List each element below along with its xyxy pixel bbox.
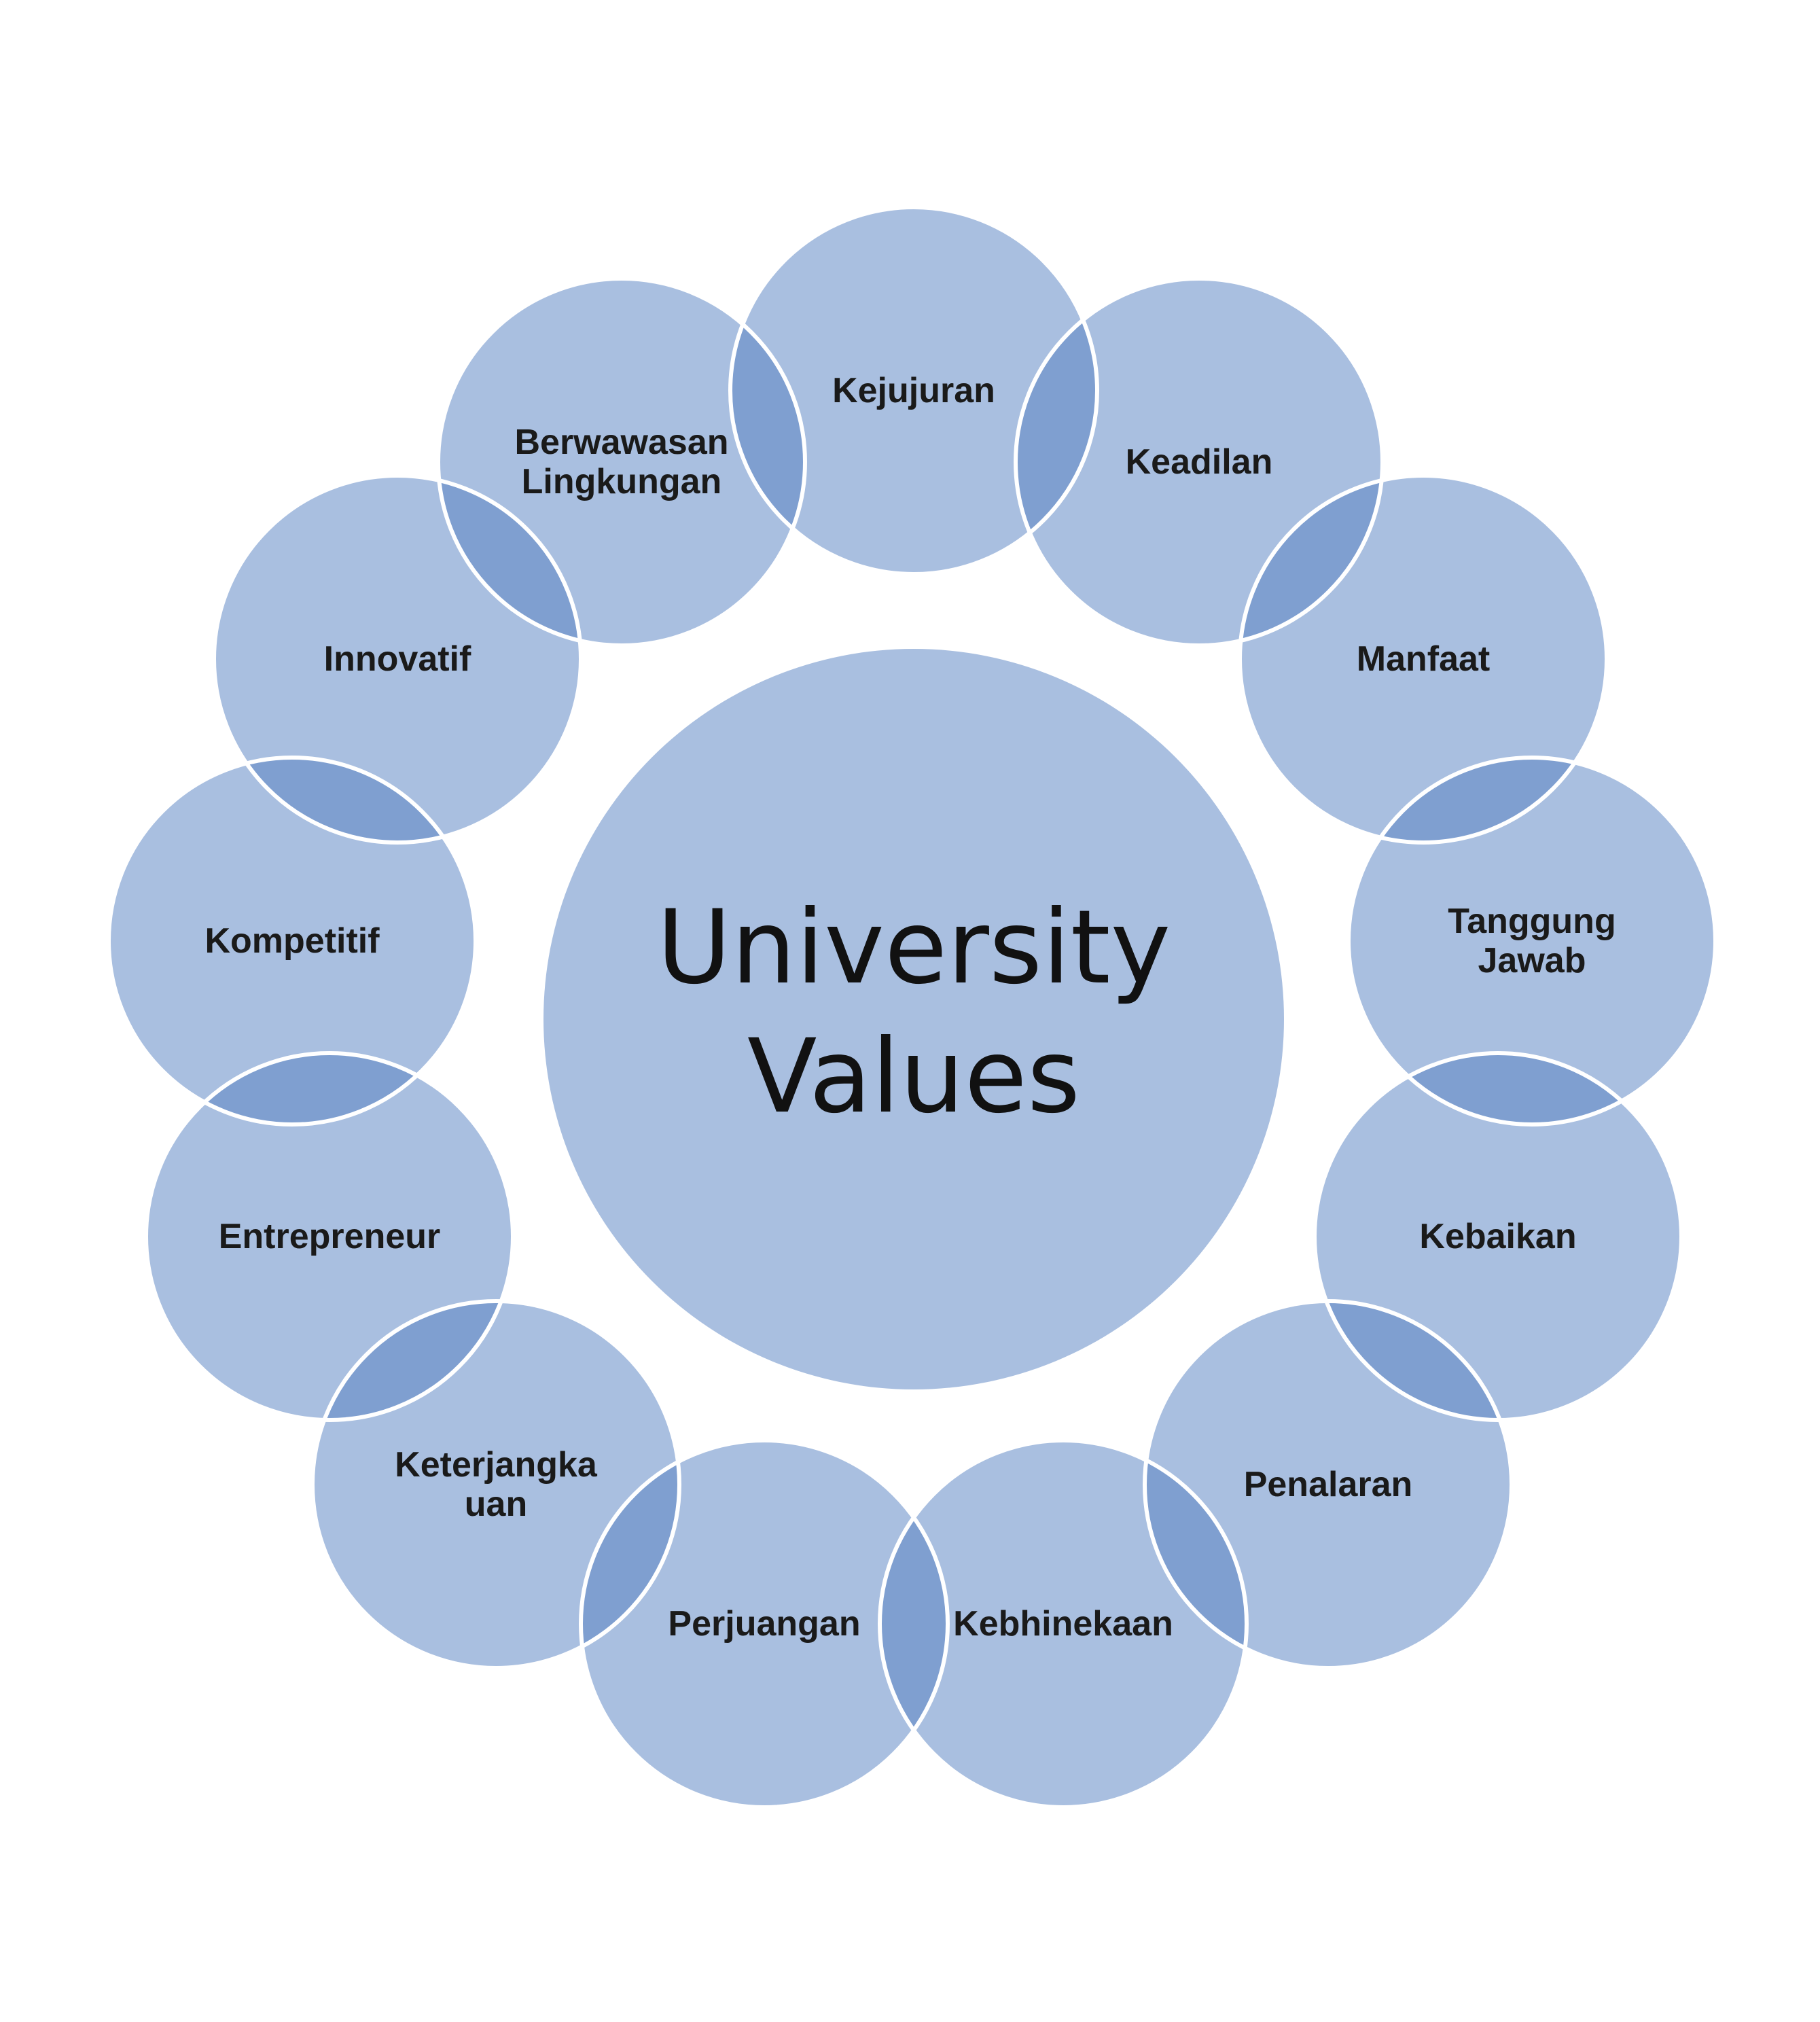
value-circle-kompetitif [109, 758, 476, 1124]
value-label-line: uan [465, 1485, 527, 1524]
center-circle [543, 649, 1284, 1389]
value-label-line: Berwawasan [514, 423, 728, 462]
circle-overlap [438, 476, 581, 645]
circle-outline [579, 1438, 950, 1809]
circle-outline [878, 1438, 1249, 1809]
circle-overlap [313, 1301, 513, 1420]
value-label-line: Manfaat [1357, 639, 1490, 679]
value-label-kompetitif: Kompetitif [204, 921, 380, 961]
value-label-line: Keterjangka [395, 1445, 598, 1485]
value-label-line: Kebhinekaan [953, 1604, 1173, 1644]
value-label-line: Kejujuran [832, 371, 995, 410]
circle-outline [436, 277, 807, 648]
value-label-line: Entrepreneur [219, 1217, 441, 1256]
circle-outline [212, 474, 583, 845]
value-label-kejujuran: Kejujuran [832, 371, 995, 410]
circle-overlap [1145, 1440, 1247, 1668]
value-label-perjuangan: Perjuangan [668, 1604, 860, 1644]
circle-outline [1143, 1299, 1514, 1670]
circle-outline [144, 1051, 515, 1422]
circle-outline [728, 205, 1099, 576]
circle-outlines [107, 205, 1717, 1809]
value-label-manfaat: Manfaat [1357, 639, 1490, 679]
value-circle-kejujuran [730, 207, 1097, 574]
value-label-line: Innovatif [324, 639, 471, 679]
value-circle-tanggung-jawab [1349, 758, 1715, 1124]
value-label-entrepreneur: Entrepreneur [219, 1217, 441, 1256]
circle-outline [107, 756, 478, 1127]
value-label-innovatif: Innovatif [324, 639, 471, 679]
value-label-line: Penalaran [1244, 1465, 1413, 1504]
value-label-line: Kebaikan [1419, 1217, 1576, 1256]
center-title-line: University [657, 889, 1171, 1007]
value-label-line: Keadilan [1126, 442, 1273, 482]
value-label-line: Tanggung [1448, 902, 1616, 941]
circle-outline [1014, 277, 1385, 648]
value-label-kebaikan: Kebaikan [1419, 1217, 1576, 1256]
circle-overlap [1240, 476, 1382, 645]
value-label-line: Perjuangan [668, 1604, 860, 1644]
center-title-line: Values [747, 1018, 1080, 1136]
value-label-line: Jawab [1478, 941, 1586, 980]
value-label-line: Lingkungan [522, 462, 722, 501]
value-label-line: Kompetitif [204, 921, 380, 961]
value-label-penalaran: Penalaran [1244, 1465, 1413, 1504]
circle-outline [1238, 474, 1609, 845]
circle-overlap [1315, 1301, 1512, 1420]
value-label-kebhinekaan: Kebhinekaan [953, 1604, 1173, 1644]
circle-outline [1346, 756, 1717, 1127]
circle-outline [310, 1299, 681, 1670]
value-label-keadilan: Keadilan [1126, 442, 1273, 482]
